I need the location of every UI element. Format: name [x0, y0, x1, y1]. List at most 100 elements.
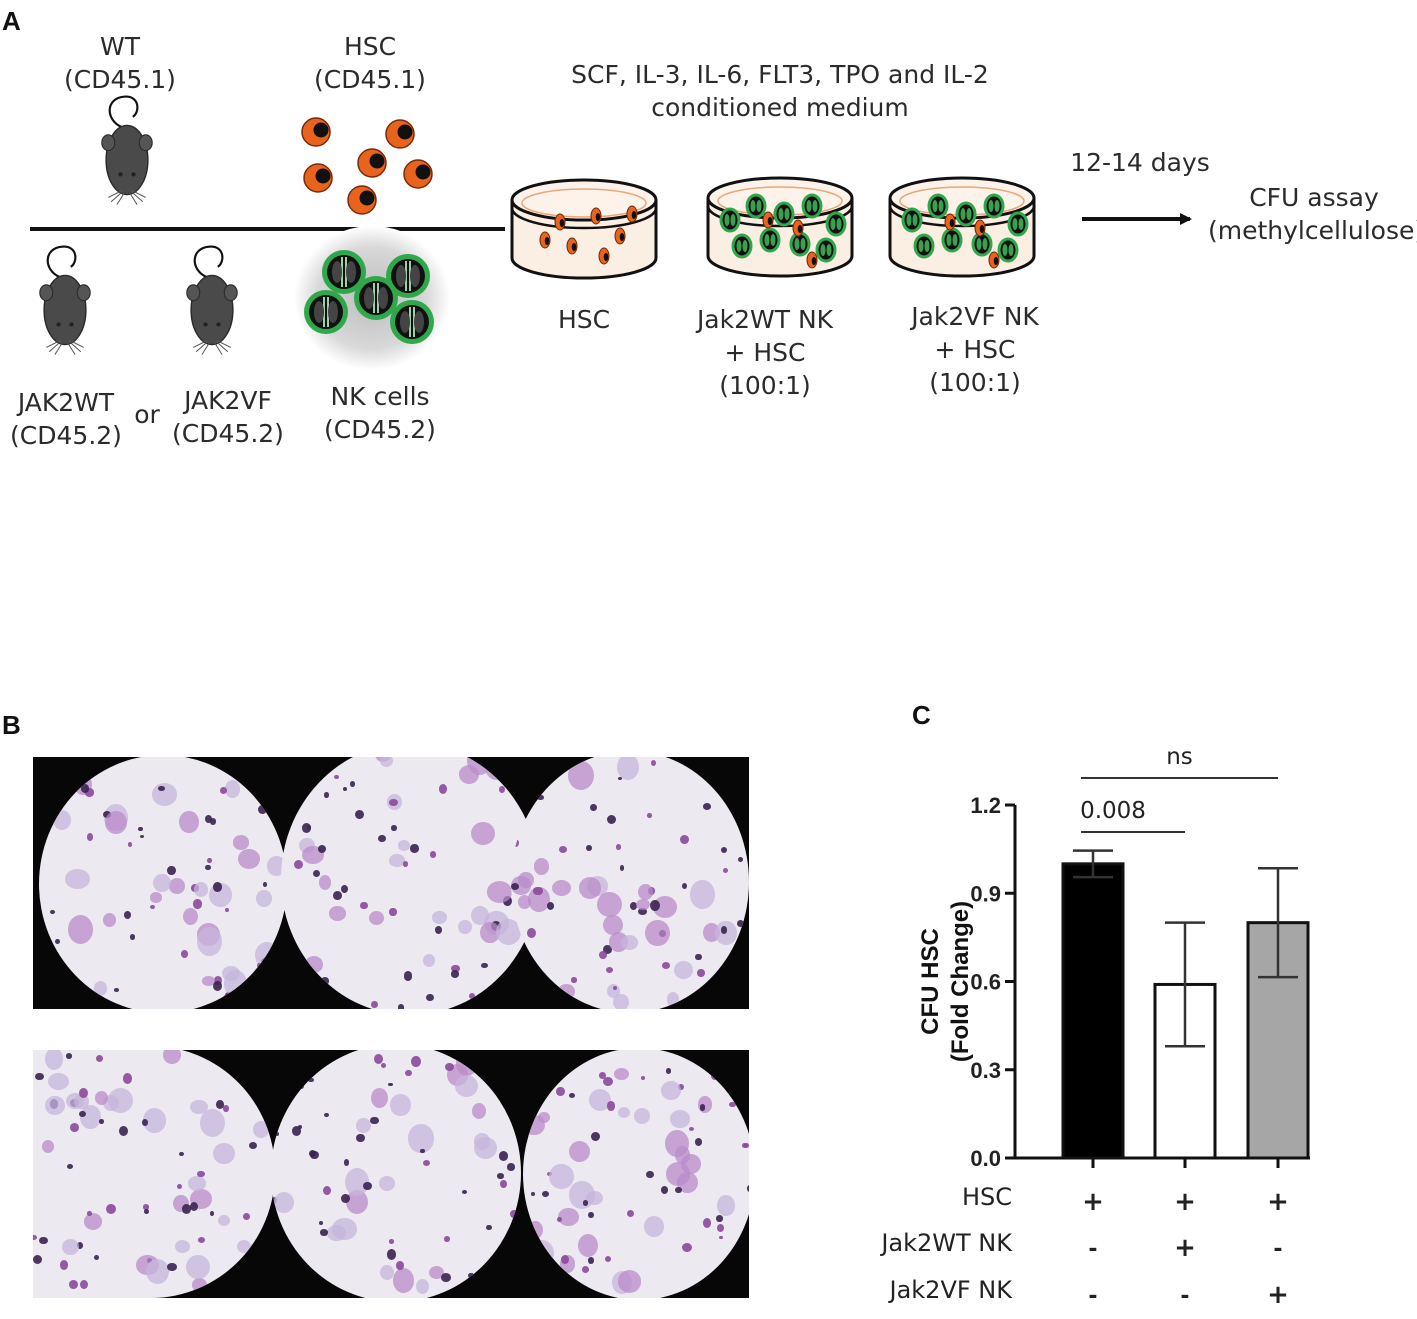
- cell-dot: [507, 1243, 518, 1252]
- cell-dot: [79, 1110, 87, 1118]
- cell-dot: [581, 1265, 590, 1273]
- cell-dot: [681, 1243, 692, 1252]
- cell-dot: [153, 873, 172, 893]
- cell-dot: [258, 988, 278, 1006]
- cell-dot: [468, 1272, 474, 1278]
- cell-dot: [716, 1223, 724, 1232]
- cell-dot: [74, 1094, 90, 1109]
- cell-dot: [694, 1137, 703, 1146]
- cell-dot: [699, 1104, 706, 1111]
- cell-dot: [356, 1117, 372, 1134]
- colony-image: [511, 757, 749, 1009]
- cell-dot: [189, 1099, 208, 1115]
- cell-dot: [186, 1254, 210, 1279]
- jak2vf-mouse-label: JAK2VF(CD45.2): [172, 386, 284, 448]
- cell-dot: [629, 902, 637, 910]
- cell-dot: [146, 1258, 169, 1284]
- cell-dot: [179, 810, 199, 834]
- cell-dot: [709, 757, 716, 760]
- cell-dot: [715, 1215, 724, 1223]
- cell-dot: [93, 1254, 99, 1261]
- cell-dot: [95, 1090, 109, 1105]
- cell-dot: [52, 766, 58, 771]
- cell-dot: [332, 1217, 358, 1241]
- cell-dot: [180, 949, 188, 958]
- cell-dot: [289, 788, 296, 797]
- cell-dot: [183, 907, 199, 925]
- cell-dot: [45, 1095, 66, 1116]
- cell-dot: [388, 1082, 393, 1087]
- cell-dot: [355, 810, 364, 820]
- cell-dot: [255, 1280, 269, 1296]
- cell-dot: [568, 1140, 591, 1163]
- cell-dot: [458, 765, 480, 784]
- cell-dot: [396, 1261, 404, 1270]
- cell-dot: [388, 1239, 394, 1244]
- cell-dot: [588, 1211, 595, 1219]
- cell-dot: [248, 1141, 258, 1150]
- cell-dot: [679, 834, 689, 845]
- cell-dot: [33, 1254, 43, 1265]
- cell-dot: [542, 972, 547, 978]
- cell-dot: [179, 1151, 185, 1156]
- hsc-cell-cluster-icon: [301, 117, 433, 215]
- cell-dot: [274, 1132, 279, 1136]
- cell-dot: [533, 858, 549, 875]
- cell-dot: [181, 1204, 191, 1214]
- cell-dot: [702, 803, 711, 810]
- cell-dot: [323, 1185, 332, 1196]
- cell-dot: [540, 1290, 549, 1298]
- cell-dot: [647, 813, 652, 818]
- cell-dot: [599, 951, 607, 960]
- cell-dot: [224, 907, 229, 913]
- cell-dot: [618, 776, 623, 781]
- y-tick-label: 1.2: [970, 793, 1001, 818]
- cell-dot: [104, 810, 127, 835]
- cell-dot: [503, 895, 512, 906]
- cell-dot: [590, 1131, 600, 1142]
- cell-dot: [69, 1123, 79, 1132]
- condition-mark: +: [1174, 1233, 1196, 1263]
- cell-dot: [543, 1050, 558, 1062]
- cell-dot: [222, 1104, 230, 1112]
- cell-dot: [715, 783, 723, 790]
- cell-dot: [486, 880, 513, 903]
- cell-dot: [320, 1229, 329, 1236]
- cell-dot: [690, 880, 715, 910]
- cell-dot: [649, 900, 660, 912]
- condition-row-label: Jak2WT NK: [879, 1229, 1013, 1257]
- cell-dot: [480, 921, 500, 944]
- cell-dot: [219, 787, 228, 795]
- cell-dot: [271, 1197, 277, 1203]
- cell-dot: [711, 1071, 719, 1080]
- cell-dot: [498, 786, 505, 794]
- cell-dot: [551, 879, 571, 896]
- cell-dot: [517, 872, 535, 888]
- cell-dot: [302, 823, 312, 833]
- panel-label-c: C: [912, 700, 931, 730]
- cell-dot: [607, 1101, 616, 1111]
- cell-dot: [468, 992, 475, 999]
- condition-mark: +: [1174, 1187, 1196, 1217]
- cell-dot: [405, 1069, 412, 1077]
- cell-dot: [56, 757, 73, 772]
- cell-dot: [597, 892, 622, 918]
- cell-dot: [397, 840, 411, 852]
- cell-dot: [346, 1190, 369, 1215]
- cell-dot: [204, 814, 212, 823]
- cell-dot: [666, 992, 680, 1007]
- cell-dot: [695, 953, 702, 961]
- cell-dot: [113, 988, 119, 993]
- cell-dot: [605, 966, 614, 974]
- colony-image: [33, 1050, 275, 1298]
- cell-dot: [391, 825, 397, 831]
- cell-dot: [501, 757, 522, 770]
- condition-mark: +: [1267, 1187, 1289, 1217]
- cell-dot: [443, 1236, 451, 1243]
- cell-dot: [501, 1248, 509, 1255]
- cell-dot: [525, 1063, 532, 1070]
- cell-dot: [678, 1084, 685, 1091]
- cell-dot: [504, 1066, 514, 1074]
- cell-dot: [547, 902, 555, 911]
